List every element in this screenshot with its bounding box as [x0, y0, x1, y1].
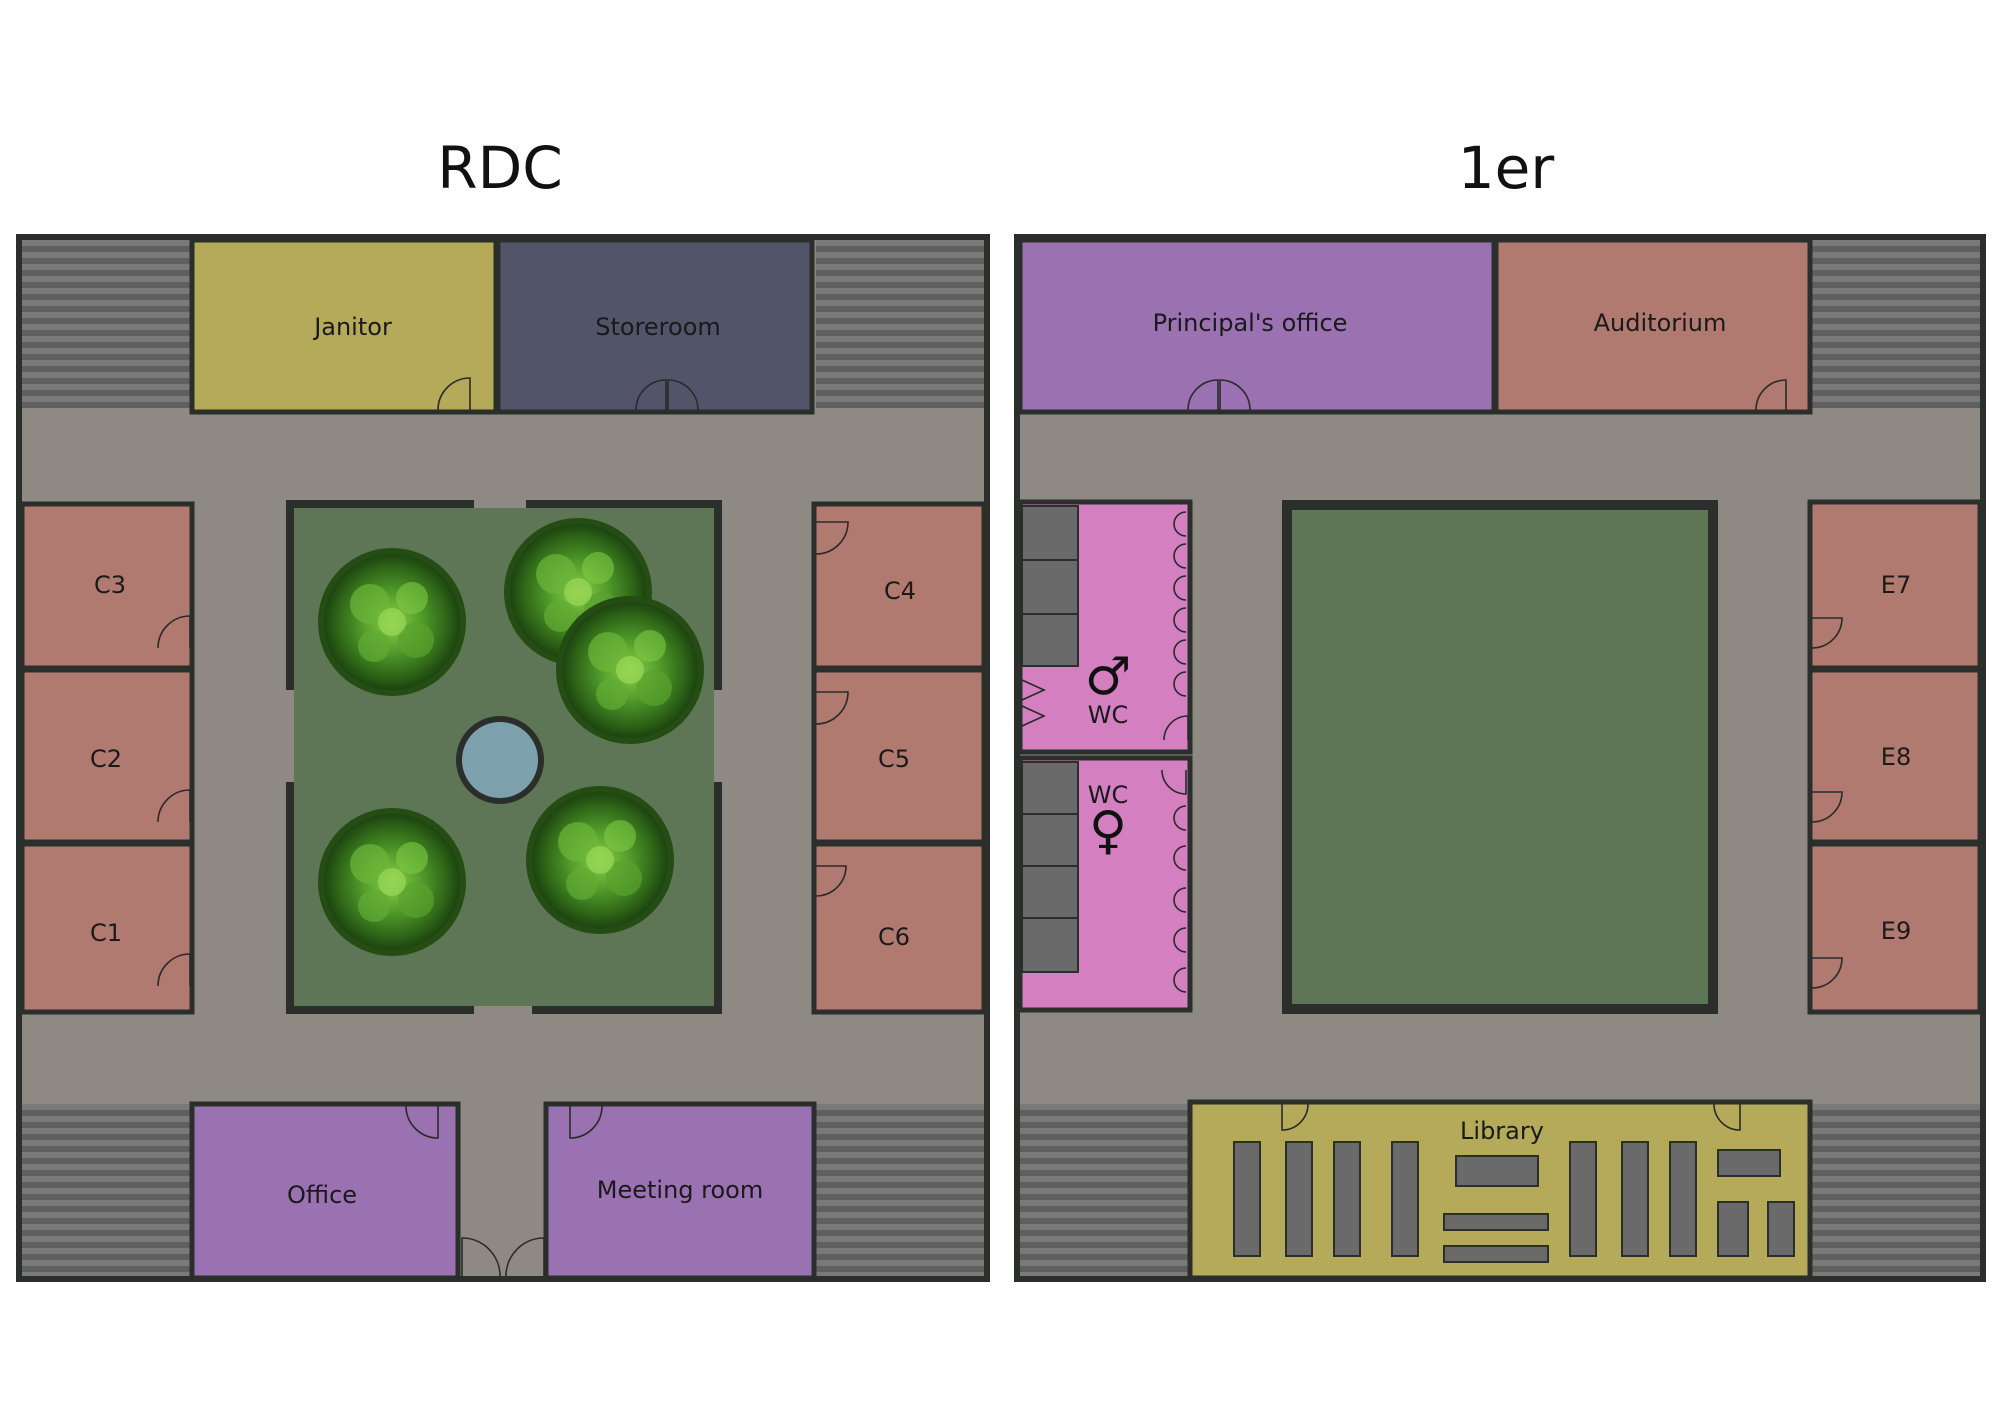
room-label-c1: C1 [90, 919, 122, 947]
bookshelf [1569, 1141, 1597, 1257]
bookshelf [1285, 1141, 1313, 1257]
room-label-principals-office: Principal's office [1153, 309, 1348, 337]
tree-icon [556, 596, 704, 744]
room-label-c5: C5 [878, 745, 910, 773]
bookshelf [1391, 1141, 1419, 1257]
room-label-storeroom: Storeroom [595, 313, 721, 341]
bookshelf [1669, 1141, 1697, 1257]
door-library-right [1713, 1103, 1741, 1131]
door-storeroom [635, 379, 699, 411]
courtyard-fill-left [294, 690, 304, 782]
room-e9 [1807, 841, 1983, 1015]
room-label-c4: C4 [884, 577, 916, 605]
sinks-icon [1021, 679, 1046, 727]
room-label-wc-women: WC [1088, 781, 1129, 809]
door-auditorium [1755, 379, 1787, 411]
door-meeting-room [569, 1105, 603, 1139]
room-e8 [1807, 667, 1983, 845]
door-wc-men [1163, 715, 1189, 741]
bookshelf [1333, 1141, 1361, 1257]
room-janitor [189, 237, 499, 415]
room-meeting [543, 1101, 817, 1281]
bookshelf [1233, 1141, 1261, 1257]
atrium [1292, 510, 1708, 1004]
door-main-entrance [461, 1237, 545, 1277]
door-principals-office [1187, 379, 1251, 411]
floor-title-1er: 1er [1458, 134, 1555, 202]
courtyard-fill-bottom [474, 998, 532, 1006]
courtyard-fill-top [474, 508, 526, 516]
stairs-bottom-left [1020, 1104, 1188, 1276]
room-label-library: Library [1460, 1117, 1544, 1145]
female-symbol-icon: ♀ [1089, 801, 1127, 861]
door-library-left [1281, 1103, 1309, 1131]
door-c4 [815, 521, 849, 555]
stairs-bottom-right [816, 1104, 984, 1276]
room-label-meeting-room: Meeting room [597, 1176, 763, 1204]
door-e7 [1811, 617, 1843, 649]
reading-table [1443, 1245, 1549, 1263]
door-janitor [437, 377, 471, 411]
room-label-e7: E7 [1881, 571, 1911, 599]
room-storeroom [495, 237, 815, 415]
door-c1 [157, 953, 191, 987]
room-label-wc-men: WC [1088, 701, 1129, 729]
room-c2 [19, 667, 195, 845]
fountain-pool-icon [462, 722, 538, 798]
room-principals-office [1017, 237, 1497, 415]
room-label-e8: E8 [1881, 743, 1911, 771]
door-c6 [815, 865, 847, 897]
tree-icon [318, 548, 466, 696]
stairs-bottom-right [1812, 1104, 1980, 1276]
stairs-top-right [1812, 240, 1980, 408]
bookshelves [1233, 1141, 1795, 1263]
room-label-office: Office [287, 1181, 357, 1209]
room-label-c2: C2 [90, 745, 122, 773]
reading-table [1455, 1155, 1539, 1187]
room-label-c6: C6 [878, 923, 910, 951]
reading-table [1717, 1149, 1781, 1177]
room-c6 [811, 841, 987, 1015]
reading-table [1767, 1201, 1795, 1257]
urinals-icon [1173, 511, 1187, 697]
room-label-c3: C3 [94, 571, 126, 599]
room-auditorium [1493, 237, 1813, 415]
male-symbol-icon: ♂ [1085, 647, 1132, 707]
room-e7 [1807, 499, 1983, 671]
floor-rdc: RDC Janitor Storeroom C3 C2 C1 C4 C5 [16, 134, 990, 1282]
door-e8 [1811, 791, 1843, 823]
bookshelf [1621, 1141, 1649, 1257]
stairs-top-left [22, 240, 190, 408]
sinks-icon [1173, 805, 1187, 993]
door-e9 [1811, 957, 1843, 989]
door-c5 [815, 691, 849, 725]
room-c1 [19, 841, 195, 1015]
door-wc-women [1161, 769, 1187, 795]
reading-table [1443, 1213, 1549, 1231]
door-office [405, 1105, 439, 1139]
room-label-auditorium: Auditorium [1594, 309, 1727, 337]
room-c5 [811, 667, 987, 845]
courtyard-fill-right [704, 690, 714, 782]
stairs-bottom-left [22, 1104, 190, 1276]
door-c3 [157, 615, 191, 649]
room-label-janitor: Janitor [312, 313, 392, 341]
tree-icon [526, 786, 674, 934]
room-office [189, 1101, 461, 1281]
floor-title-rdc: RDC [437, 134, 562, 202]
room-label-e9: E9 [1881, 917, 1911, 945]
tree-icon [318, 808, 466, 956]
stalls-men [1021, 505, 1079, 667]
floor-1er: 1er Principal's office Auditorium ♂ WC W… [1014, 134, 1986, 1282]
door-c2 [157, 789, 191, 823]
stairs-top-right [816, 240, 984, 408]
reading-table [1717, 1201, 1749, 1257]
